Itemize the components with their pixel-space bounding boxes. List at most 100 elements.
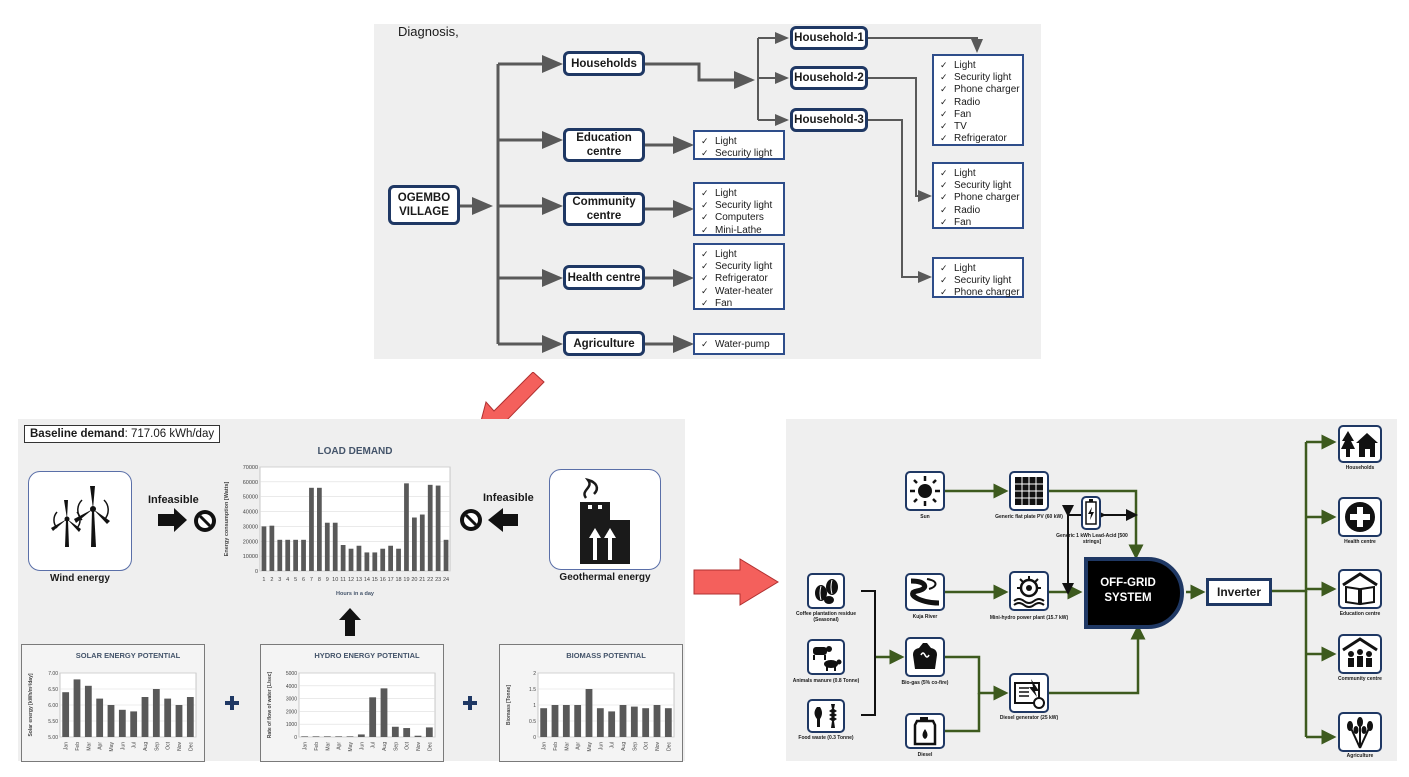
list-item: Security light xyxy=(940,274,1016,286)
bar xyxy=(356,545,362,571)
x-tick-label: 13 xyxy=(356,577,362,583)
bar xyxy=(419,514,425,571)
agriculture-node: Agriculture xyxy=(563,331,645,356)
x-tick-label: 9 xyxy=(326,577,329,583)
school-book-icon xyxy=(1342,572,1378,606)
bar xyxy=(596,708,604,737)
bar xyxy=(317,487,322,571)
wind-energy-card xyxy=(28,471,132,571)
list-item: Security light xyxy=(701,147,777,159)
y-tick-label: 5000 xyxy=(286,671,297,677)
house-tree-icon xyxy=(1341,431,1378,457)
bar xyxy=(348,548,354,571)
bar xyxy=(152,689,160,737)
list-item: Phone charger xyxy=(940,191,1020,203)
x-tick-label: 18 xyxy=(395,577,401,583)
y-tick-label: 10000 xyxy=(243,554,258,560)
education-load-node xyxy=(1338,569,1382,609)
list-item: TV xyxy=(940,120,1016,132)
x-tick-label: Jan xyxy=(542,742,548,750)
bar xyxy=(309,487,314,571)
off-grid-system-label: OFF-GRID SYSTEM xyxy=(1100,577,1156,604)
list-item: Mini-Lathe xyxy=(701,224,777,236)
x-tick-label: Sep xyxy=(154,742,160,751)
y-tick-label: 0 xyxy=(294,735,297,741)
bar xyxy=(443,539,449,571)
inverter-node: Inverter xyxy=(1206,578,1272,606)
fuel-can-icon xyxy=(913,717,937,746)
x-tick-label: Nov xyxy=(177,742,183,751)
community-load-label: Community centre xyxy=(1338,676,1382,682)
y-tick-label: 1.5 xyxy=(529,687,536,693)
bar xyxy=(293,539,298,571)
household-2-appliance-list: Light Security light Phone charger Radio… xyxy=(932,162,1024,229)
bar xyxy=(323,736,331,737)
bar xyxy=(186,697,194,737)
x-axis-label: Hours in a day xyxy=(336,591,375,597)
y-axis-label: Biomass [Tonne] xyxy=(506,685,512,726)
x-tick-label: 6 xyxy=(302,577,305,583)
y-axis-label: Rate of flow of water [L/sec] xyxy=(267,671,273,738)
x-tick-label: Nov xyxy=(416,742,422,751)
bar xyxy=(380,548,386,571)
x-tick-label: Sep xyxy=(393,742,399,751)
x-tick-label: 10 xyxy=(332,577,338,583)
bar xyxy=(388,545,393,571)
no-entry-icon xyxy=(194,510,216,532)
list-item: Refrigerator xyxy=(701,272,777,284)
community-appliance-list: Light Security light Computers Mini-Lath… xyxy=(693,182,785,236)
x-tick-label: 14 xyxy=(364,577,370,583)
list-item: Security light xyxy=(701,199,777,211)
bar xyxy=(73,679,81,737)
bar xyxy=(540,708,548,737)
bar xyxy=(427,484,433,571)
bar xyxy=(175,705,183,737)
bar xyxy=(285,539,291,571)
community-load-node xyxy=(1338,634,1382,674)
bar xyxy=(664,708,672,737)
bar xyxy=(642,708,650,737)
bar xyxy=(562,705,570,737)
x-tick-label: Jul xyxy=(371,742,377,748)
x-tick-label: May xyxy=(587,742,593,752)
households-node: Households xyxy=(563,51,645,76)
right-arrow-icon xyxy=(693,558,779,606)
health-load-label: Health centre xyxy=(1344,539,1376,545)
y-tick-label: 2000 xyxy=(286,709,297,715)
generator-label: Diesel generator (25 kW) xyxy=(999,715,1059,721)
education-node: Education centre xyxy=(563,128,645,162)
bar xyxy=(404,483,409,571)
system-connectors xyxy=(861,434,1337,745)
resource-assessment-panel: Baseline demand: 717.06 kWh/day Wind ene… xyxy=(18,419,685,762)
no-entry-icon xyxy=(460,509,482,531)
list-item: Light xyxy=(940,167,1016,179)
water-wheel-icon xyxy=(1013,576,1045,608)
bar xyxy=(340,545,346,571)
infeasible-left-label: Infeasible xyxy=(148,494,199,506)
community-people-icon xyxy=(1342,637,1378,667)
arrow-left-icon xyxy=(488,508,518,532)
x-tick-label: Feb xyxy=(314,742,320,751)
x-tick-label: May xyxy=(109,742,115,752)
y-tick-label: 50000 xyxy=(243,495,258,501)
bar xyxy=(141,697,149,737)
x-tick-label: Mar xyxy=(564,742,570,751)
agriculture-load-node xyxy=(1338,712,1382,752)
chart-title: BIOMASS POTENTIAL xyxy=(566,651,646,660)
pv-node xyxy=(1009,471,1049,511)
list-item: Fan xyxy=(940,216,1016,228)
bar xyxy=(164,698,172,737)
solar-energy-chart: SOLAR ENERGY POTENTIAL7.006.506.005.505.… xyxy=(28,651,197,752)
list-item: Computers xyxy=(701,211,777,223)
coffee-label: Coffee plantation residue (Seasonal) xyxy=(795,611,856,623)
bar xyxy=(380,688,388,737)
bar xyxy=(372,552,378,571)
bar xyxy=(396,548,401,571)
blocked-arrow-left xyxy=(158,508,216,532)
bar xyxy=(301,539,306,571)
bar xyxy=(391,726,399,737)
bar xyxy=(435,485,441,571)
y-tick-label: 0 xyxy=(533,735,536,741)
